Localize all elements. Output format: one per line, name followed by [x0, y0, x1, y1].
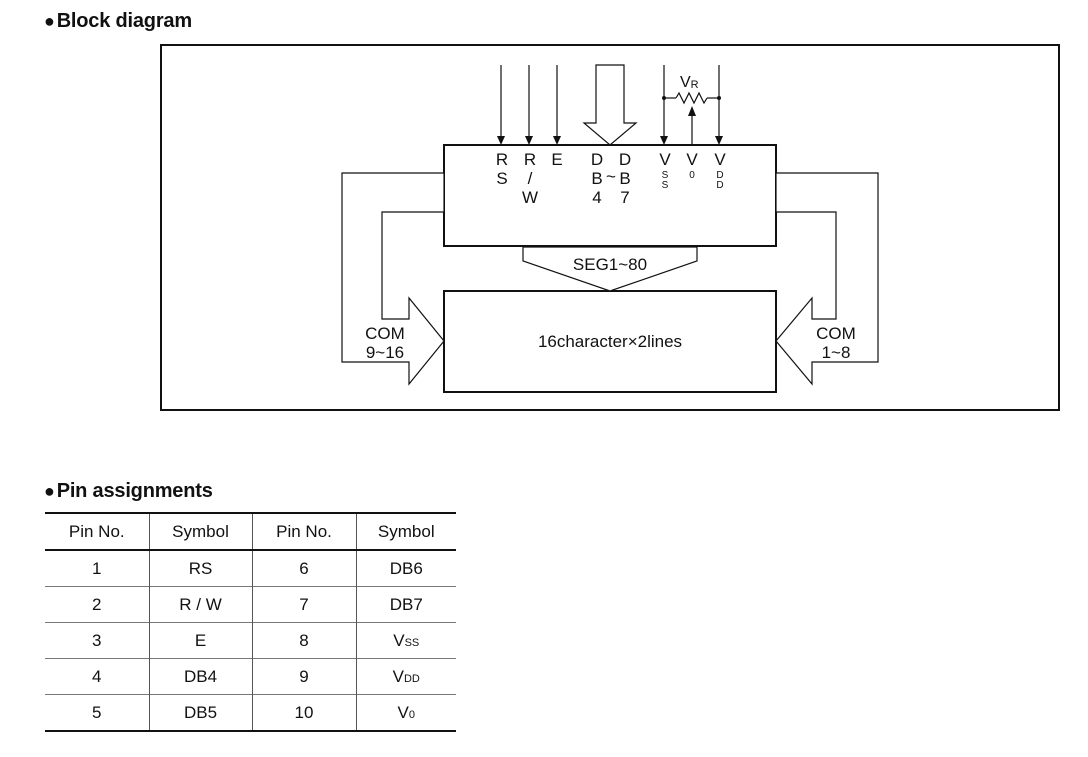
controller-pin-labels: R S R / W E D B 4 ~ D B 7 V S S V 0 V D … — [496, 150, 726, 207]
com-right-label-2: 1~8 — [822, 343, 851, 362]
pin-label-db7-3: 7 — [620, 188, 629, 207]
display-label: 16character×2lines — [538, 332, 682, 351]
pin-symbol-main: V — [393, 630, 405, 650]
table-row: 4 DB4 9 VDD — [45, 658, 456, 695]
pin-symbol: DB7 — [355, 586, 456, 623]
pin-symbol: RS — [148, 550, 252, 587]
pin-number: 8 — [251, 622, 356, 659]
pin-number: 2 — [92, 594, 102, 614]
pin-label-vdd-3: D — [716, 180, 723, 191]
table-row: 2 R / W 7 DB7 — [45, 586, 456, 623]
pin-label-vdd-1: V — [714, 150, 726, 169]
block-diagram-title: Block diagram — [56, 10, 192, 32]
pin-label-rw-1: R — [524, 150, 536, 169]
vr-resistor — [662, 91, 721, 105]
pin-symbol-main: DB7 — [389, 594, 423, 614]
controller-block — [443, 144, 777, 247]
bullet-icon: ● — [44, 11, 55, 31]
pin-number: 6 — [251, 550, 356, 587]
pin-symbol: DB5 — [148, 694, 252, 731]
pin-symbol: E — [148, 622, 252, 659]
block-diagram: 16character×2lines VR R S R / — [160, 44, 1060, 411]
pin-label-rs-1: R — [496, 150, 508, 169]
pin-label-vss-3: S — [662, 180, 669, 191]
pin-label-db4-1: D — [591, 150, 603, 169]
pin-label-v0-1: V — [686, 150, 698, 169]
vr-label: VR — [680, 74, 699, 91]
pin-assignments-heading: ●Pin assignments — [44, 480, 213, 503]
pin-symbol-sub: SS — [404, 636, 420, 649]
pin-symbol: DB6 — [355, 550, 456, 587]
v0-wiper-arrow — [688, 106, 696, 145]
pin-label-db4-3: 4 — [592, 188, 601, 207]
table-header-row: Pin No. Symbol Pin No. Symbol — [45, 513, 456, 550]
pin-assignments-table: Pin No. Symbol Pin No. Symbol 1 RS 6 DB6… — [45, 512, 456, 732]
pin-symbol-sub: DD — [403, 672, 420, 685]
diagram-frame — [160, 44, 1060, 411]
table-row: 3 E 8 VSS — [45, 622, 456, 659]
vdd-line — [715, 65, 723, 145]
pin-label-rw-3: W — [522, 188, 538, 207]
pin-symbol-main: V — [392, 666, 404, 686]
pin-label-vss-2: S — [662, 170, 669, 181]
pin-symbol: VSS — [355, 622, 456, 659]
header-symbol-2: Symbol — [355, 513, 456, 550]
table-row: 1 RS 6 DB6 — [45, 550, 456, 587]
pin-number: 7 — [251, 586, 356, 623]
pin-number: 3 — [92, 630, 102, 650]
pin-label-db4-2: B — [591, 169, 602, 188]
pin-label-vss-1: V — [659, 150, 671, 169]
pin-label-rs-2: S — [496, 169, 507, 188]
pin-symbol: DB4 — [148, 658, 252, 695]
header-pin-no-1: Pin No. — [68, 521, 125, 541]
data-bus-arrow — [582, 64, 638, 146]
pin-symbol-sub: 0 — [408, 708, 415, 721]
pin-number: 9 — [251, 658, 356, 695]
pin-symbol: V0 — [355, 694, 456, 731]
vss-line — [660, 65, 668, 145]
pin-label-e: E — [551, 150, 562, 169]
com-left-label-2: 9~16 — [366, 343, 404, 362]
seg-label: SEG1~80 — [573, 255, 647, 274]
seg-bus-arrow — [522, 246, 698, 292]
table-row: 5 DB5 10 V0 — [45, 694, 456, 731]
pin-label-rw-2: / — [528, 169, 533, 188]
rs-input-arrow — [497, 65, 505, 145]
bullet-icon: ● — [44, 481, 55, 501]
pin-label-v0-2: 0 — [689, 170, 695, 181]
pin-number: 1 — [92, 558, 102, 578]
e-input-arrow — [553, 65, 561, 145]
pin-label-db7-1: D — [619, 150, 631, 169]
header-symbol-1: Symbol — [148, 513, 252, 550]
com-right-label-1: COM — [816, 324, 856, 343]
pin-label-vdd-2: D — [716, 170, 723, 181]
com-left-label-1: COM — [365, 324, 405, 343]
pin-symbol: VDD — [355, 658, 456, 695]
pin-label-tilde: ~ — [606, 167, 616, 186]
pin-label-db7-2: B — [619, 169, 630, 188]
rw-input-arrow — [525, 65, 533, 145]
pin-symbol-main: V — [397, 702, 409, 722]
com-left-bus-arrow — [341, 172, 445, 386]
pin-number: 4 — [92, 666, 102, 686]
pin-number: 10 — [251, 694, 356, 731]
block-diagram-heading: ●Block diagram — [44, 10, 192, 33]
pin-symbol-main: DB6 — [389, 558, 423, 578]
header-pin-no-2: Pin No. — [251, 513, 356, 550]
pin-symbol: R / W — [148, 586, 252, 623]
com-right-bus-arrow — [775, 172, 879, 386]
pin-number: 5 — [92, 702, 102, 722]
pin-assignments-title: Pin assignments — [56, 480, 213, 502]
